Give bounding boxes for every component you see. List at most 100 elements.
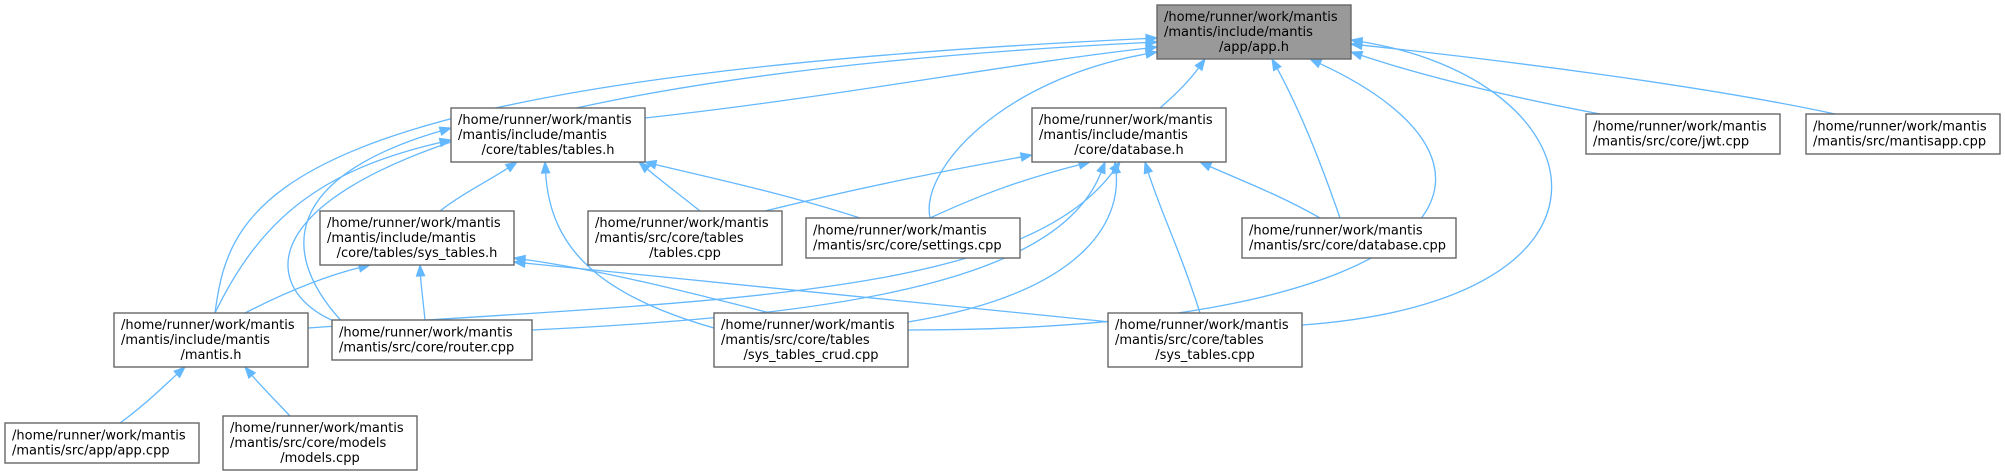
- node-label-line: /home/runner/work/mantis: [813, 224, 987, 239]
- edge-database-h-to-app-h-arrowhead: [1194, 57, 1206, 72]
- edge-app-cpp-to-mantis-h: [119, 366, 187, 424]
- edge-settings-cpp-to-tables-h-line: [654, 163, 861, 219]
- edge-router-cpp-to-database-h-line: [531, 171, 1103, 331]
- node-models-cpp[interactable]: /home/runner/work/mantis/mantis/src/core…: [222, 415, 418, 471]
- edge-sys-tables-cpp-to-sys-tables-h-arrowhead: [512, 258, 526, 269]
- edge-router-cpp-to-sys-tables-h: [415, 263, 426, 321]
- node-label-line: /home/runner/work/mantis: [121, 318, 295, 333]
- node-label-line: /home/runner/work/mantis: [595, 216, 769, 231]
- node-box: [450, 107, 646, 163]
- node-box: [1585, 113, 1781, 155]
- node-label-line: /models.cpp: [280, 451, 359, 466]
- edge-jwt-cpp-to-app-h-line: [1360, 54, 1601, 115]
- edge-sys-tables-cpp-to-database-h: [1143, 160, 1201, 314]
- node-jwt-cpp[interactable]: /home/runner/work/mantis/mantis/src/core…: [1585, 113, 1781, 155]
- edge-database-cpp-to-database-h-line: [1208, 165, 1321, 219]
- node-label-line: /mantis/src/core/database.cpp: [1249, 239, 1446, 254]
- node-box: [4, 422, 200, 464]
- node-label-line: /tables.cpp: [649, 246, 721, 261]
- edge-models-cpp-to-mantis-h-line: [250, 374, 291, 417]
- edge-router-cpp-to-database-h-arrowhead: [1096, 160, 1106, 175]
- nodes-layer: /home/runner/work/mantis/mantis/include/…: [4, 4, 2001, 471]
- node-label-line: /mantis/include/mantis: [1164, 25, 1313, 40]
- node-settings-cpp[interactable]: /home/runner/work/mantis/mantis/src/core…: [805, 217, 1021, 259]
- edge-settings-cpp-to-database-h-line: [929, 163, 1081, 219]
- edge-app-cpp-to-mantis-h-arrowhead: [173, 366, 187, 379]
- edge-app-cpp-to-mantis-h-line: [119, 373, 179, 424]
- node-router-cpp[interactable]: /home/runner/work/mantis/mantis/src/core…: [331, 319, 533, 361]
- edge-database-cpp-to-database-h: [1198, 161, 1321, 219]
- edge-mantis-h-to-database-h-line: [307, 169, 1115, 329]
- node-label-line: /home/runner/work/mantis: [12, 429, 186, 444]
- node-label-line: /home/runner/work/mantis: [458, 113, 632, 128]
- node-sys-tables-cpp[interactable]: /home/runner/work/mantis/mantis/src/core…: [1107, 312, 1303, 368]
- node-label-line: /sys_tables.cpp: [1155, 348, 1255, 363]
- edge-router-cpp-to-sys-tables-h-line: [419, 274, 426, 321]
- edge-sys-tables-crud-cpp-to-database-h-arrowhead: [1111, 160, 1122, 174]
- node-label-line: /mantis/src/app/app.cpp: [12, 444, 170, 459]
- edge-tables-cpp-to-database-h: [764, 152, 1034, 212]
- node-box: [587, 210, 783, 266]
- node-label-line: /home/runner/work/mantis: [721, 318, 895, 333]
- node-database-cpp[interactable]: /home/runner/work/mantis/mantis/src/core…: [1241, 217, 1457, 259]
- edge-router-cpp-to-tables-h-line: [303, 130, 442, 331]
- node-mantis-h[interactable]: /home/runner/work/mantis/mantis/include/…: [113, 312, 309, 368]
- edge-sys-tables-crud-cpp-to-tables-h-arrowhead: [540, 160, 551, 174]
- node-label-line: /home/runner/work/mantis: [1249, 224, 1423, 239]
- node-app-h[interactable]: /home/runner/work/mantis/mantis/include/…: [1156, 4, 1352, 60]
- node-tables-cpp[interactable]: /home/runner/work/mantis/mantis/src/core…: [587, 210, 783, 266]
- edge-tables-cpp-to-tables-h-line: [646, 168, 701, 212]
- edge-database-cpp-to-app-h-line: [1276, 67, 1341, 219]
- node-box: [1805, 113, 2001, 155]
- node-tables-h[interactable]: /home/runner/work/mantis/mantis/include/…: [450, 107, 646, 163]
- node-label-line: /mantis/src/core/tables: [721, 333, 870, 348]
- node-sys-tables-crud-cpp[interactable]: /home/runner/work/mantis/mantis/src/core…: [713, 312, 909, 368]
- edge-tables-cpp-to-tables-h: [637, 161, 701, 212]
- edge-mantis-h-to-tables-h-line: [214, 141, 442, 314]
- edge-models-cpp-to-mantis-h: [244, 365, 291, 417]
- edge-tables-h-to-app-h-line: [644, 47, 1148, 119]
- edge-sys-tables-cpp-to-database-h-arrowhead: [1143, 160, 1154, 175]
- edge-settings-cpp-to-app-h-arrowhead: [1144, 49, 1159, 59]
- node-mantisapp-cpp[interactable]: /home/runner/work/mantis/mantis/src/mant…: [1805, 113, 2001, 155]
- node-app-cpp[interactable]: /home/runner/work/mantis/mantis/src/app/…: [4, 422, 200, 464]
- node-label-line: /core/database.h: [1074, 143, 1184, 158]
- edge-mantis-h-to-sys-tables-h-line: [244, 266, 361, 314]
- node-box: [319, 210, 515, 266]
- edge-settings-cpp-to-tables-h-arrowhead: [643, 159, 658, 170]
- node-database-h[interactable]: /home/runner/work/mantis/mantis/include/…: [1031, 107, 1227, 163]
- node-box: [1031, 107, 1227, 163]
- edge-sys-tables-crud-cpp-to-app-h-arrowhead: [1308, 58, 1323, 69]
- edge-sys-tables-cpp-to-sys-tables-h: [512, 258, 1141, 326]
- edge-router-cpp-to-tables-h-arrowhead: [438, 126, 453, 136]
- node-label-line: /mantis/include/mantis: [1039, 128, 1188, 143]
- edge-mantis-h-to-tables-h-arrowhead: [438, 137, 453, 148]
- node-label-line: /home/runner/work/mantis: [339, 326, 513, 341]
- edge-router-cpp-to-app-h: [287, 37, 1159, 326]
- edge-router-cpp-to-database-h: [531, 160, 1106, 331]
- edge-database-cpp-to-app-h: [1271, 57, 1341, 219]
- node-label-line: /mantis/include/mantis: [458, 128, 607, 143]
- edge-sys-tables-crud-cpp-to-database-h: [907, 160, 1122, 323]
- node-box: [222, 415, 418, 471]
- edge-sys-tables-crud-cpp-to-database-h-line: [907, 171, 1118, 323]
- node-box: [113, 312, 309, 368]
- edge-mantisapp-cpp-to-app-h: [1349, 40, 1836, 115]
- node-box: [1241, 217, 1457, 259]
- node-label-line: /home/runner/work/mantis: [230, 421, 404, 436]
- node-label-line: /mantis/src/core/models: [230, 436, 386, 451]
- node-label-line: /core/tables/sys_tables.h: [337, 246, 498, 261]
- node-label-line: /home/runner/work/mantis: [1164, 10, 1338, 25]
- edge-sys-tables-crud-cpp-to-app-h-line: [907, 62, 1437, 331]
- edge-database-cpp-to-database-h-arrowhead: [1198, 161, 1213, 172]
- node-sys-tables-h[interactable]: /home/runner/work/mantis/mantis/include/…: [319, 210, 515, 266]
- edge-mantisapp-cpp-to-app-h-line: [1360, 44, 1836, 115]
- edge-sys-tables-cpp-to-app-h-line: [1301, 40, 1553, 326]
- edge-settings-cpp-to-tables-h: [643, 159, 861, 219]
- node-label-line: /home/runner/work/mantis: [1039, 113, 1213, 128]
- edge-tables-cpp-to-tables-h-arrowhead: [637, 161, 651, 174]
- node-label-line: /mantis/src/core/tables: [1115, 333, 1264, 348]
- edge-database-h-to-app-h: [1159, 57, 1206, 109]
- node-label-line: /home/runner/work/mantis: [1593, 120, 1767, 135]
- node-box: [331, 319, 533, 361]
